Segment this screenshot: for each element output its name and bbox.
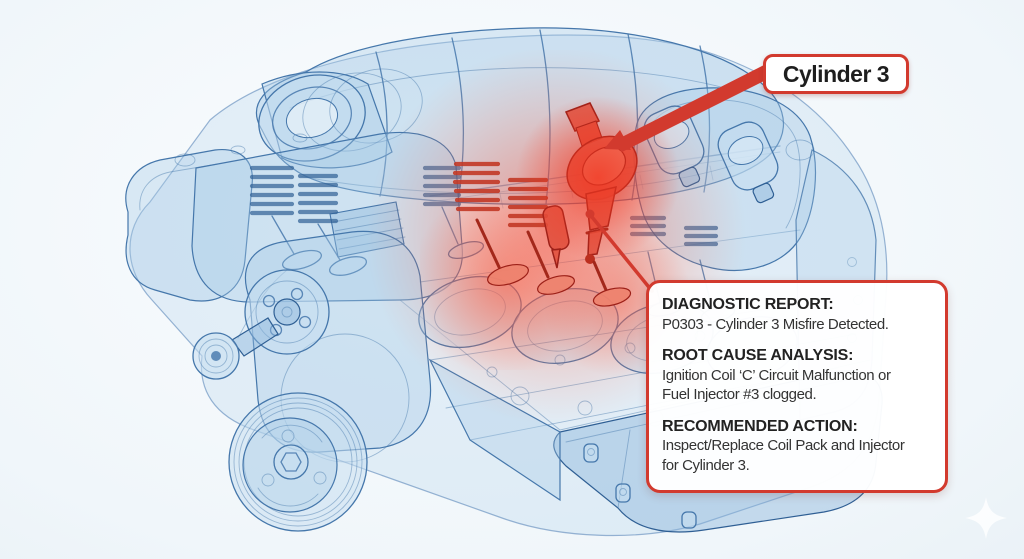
belt-tensioner: [192, 317, 279, 380]
section-line: Ignition Coil ‘C’ Circuit Malfunction or: [662, 366, 891, 384]
valve-spring: [297, 173, 339, 224]
panel-section-diagnostic: DIAGNOSTIC REPORT: P0303 - Cylinder 3 Mi…: [662, 295, 937, 334]
engine-mount-bracket: [125, 148, 253, 302]
section-heading: DIAGNOSTIC REPORT:: [662, 296, 834, 313]
cylinder-callout-label: Cylinder 3: [782, 60, 890, 87]
section-line: Inspect/Replace Coil Pack and Injector: [662, 437, 905, 454]
leader-dot: [585, 209, 595, 219]
diagnostic-panel: DIAGNOSTIC REPORT: P0303 - Cylinder 3 Mi…: [646, 280, 948, 493]
leader-arrowhead-icon: [604, 130, 631, 150]
panel-leader: [585, 209, 654, 293]
section-line: for Cylinder 3.: [662, 456, 750, 474]
cylinder-callout: Cylinder 3: [763, 54, 909, 94]
crank-pulley: [228, 392, 368, 532]
valve-head: [281, 249, 323, 271]
section-line: Fuel Injector #3 clogged.: [662, 386, 817, 403]
section-heading: RECOMMENDED ACTION:: [662, 417, 858, 435]
panel-section-root-cause: ROOT CAUSE ANALYSIS: Ignition Coil ‘C’ C…: [662, 346, 937, 405]
pan-mount-tabs: [583, 443, 697, 529]
red-valve-head: [487, 263, 529, 287]
sparkle-icon: [965, 497, 1007, 539]
section-heading: ROOT CAUSE ANALYSIS:: [662, 347, 854, 364]
callout-leader: [604, 64, 766, 152]
water-pump-pulley: [244, 269, 330, 355]
valve-spring: [249, 165, 295, 216]
red-valve-head: [537, 275, 575, 295]
leader-wedge: [612, 64, 766, 152]
leader-line: [590, 215, 654, 293]
red-valve-spring: [452, 161, 501, 212]
section-line: P0303 - Cylinder 3 Misfire Detected.: [662, 315, 889, 333]
panel-section-recommended-action: RECOMMENDED ACTION: Inspect/Replace Coil…: [662, 417, 937, 476]
